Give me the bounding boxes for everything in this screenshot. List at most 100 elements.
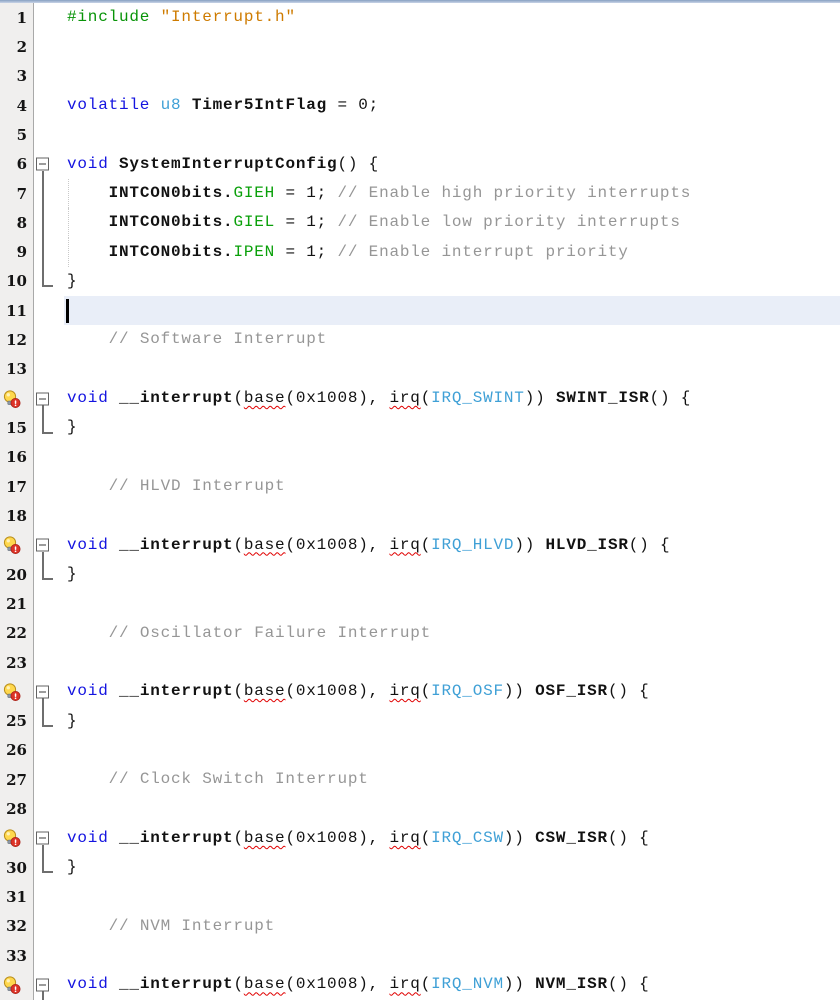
code-token: irq [389, 828, 421, 847]
code-line-text[interactable]: void __interrupt(base(0x1008), irq(IRQ_O… [64, 677, 840, 706]
gutter-cell[interactable]: 20 [0, 559, 34, 590]
gutter-cell[interactable] [0, 970, 34, 1000]
fold-collapse-button[interactable] [36, 538, 49, 552]
gutter-cell[interactable]: 26 [0, 735, 34, 766]
gutter-cell[interactable]: 16 [0, 442, 34, 472]
line-number: 16 [6, 448, 27, 467]
code-line-text[interactable]: } [64, 853, 840, 882]
gutter-cell[interactable]: 21 [0, 589, 34, 619]
gutter-cell[interactable]: 30 [0, 853, 34, 883]
code-line-text[interactable]: } [64, 560, 840, 589]
code-line-text[interactable]: void __interrupt(base(0x1008), irq(IRQ_C… [64, 824, 840, 853]
code-line-text[interactable] [64, 355, 840, 384]
code-line-text[interactable] [64, 120, 840, 149]
code-token: __interrupt [119, 389, 234, 408]
code-token: ( [233, 828, 244, 847]
fold-margin [34, 384, 64, 414]
code-line-text[interactable]: void __interrupt(base(0x1008), irq(IRQ_H… [64, 531, 840, 560]
gutter-cell[interactable]: 7 [0, 178, 34, 209]
code-line-row: 21 [0, 589, 840, 619]
code-token: NVM_ISR [535, 975, 608, 994]
code-line-text[interactable] [64, 648, 840, 677]
gutter-cell[interactable] [0, 384, 34, 414]
code-line-text[interactable]: // NVM Interrupt [64, 912, 840, 941]
code-line-row: void __interrupt(base(0x1008), irq(IRQ_C… [0, 823, 840, 854]
fold-margin [34, 501, 64, 531]
gutter-cell[interactable]: 31 [0, 882, 34, 912]
code-line-text[interactable] [64, 736, 840, 765]
code-line-text[interactable]: } [64, 413, 840, 442]
code-line-text[interactable]: INTCON0bits.GIEH = 1; // Enable high pri… [64, 178, 840, 209]
line-number: 30 [6, 858, 27, 877]
line-number: 17 [6, 477, 27, 496]
line-number: 13 [6, 360, 27, 379]
gutter-cell[interactable]: 10 [0, 266, 34, 297]
code-line-text[interactable]: // HLVD Interrupt [64, 472, 840, 501]
gutter-cell[interactable]: 28 [0, 794, 34, 824]
fold-collapse-button[interactable] [36, 157, 49, 171]
code-line-text[interactable]: INTCON0bits.GIEL = 1; // Enable low prio… [64, 208, 840, 238]
gutter-cell[interactable]: 6 [0, 149, 34, 179]
fold-collapse-button[interactable] [36, 685, 49, 699]
code-line-text[interactable]: // Clock Switch Interrupt [64, 765, 840, 794]
code-line-text[interactable]: INTCON0bits.IPEN = 1; // Enable interrup… [64, 237, 840, 267]
code-line-text[interactable] [64, 794, 840, 823]
gutter-cell[interactable]: 13 [0, 354, 34, 385]
gutter-cell[interactable]: 3 [0, 61, 34, 91]
gutter-cell[interactable]: 23 [0, 647, 34, 678]
code-line-text[interactable]: volatile u8 Timer5IntFlag = 0; [64, 91, 840, 120]
code-line-text[interactable]: } [64, 707, 840, 736]
code-line-text[interactable]: } [64, 267, 840, 296]
code-line-text[interactable]: // Oscillator Failure Interrupt [64, 619, 840, 648]
gutter-cell[interactable]: 8 [0, 208, 34, 238]
code-line-text[interactable] [64, 501, 840, 530]
error-hint-lightbulb-icon[interactable] [2, 682, 21, 701]
gutter-cell[interactable]: 32 [0, 911, 34, 941]
code-line-text[interactable]: #include "Interrupt.h" [64, 3, 840, 32]
gutter-cell[interactable]: 2 [0, 32, 34, 62]
fold-collapse-button[interactable] [36, 978, 49, 992]
code-token: ( [420, 828, 432, 847]
gutter-cell[interactable]: 18 [0, 501, 34, 531]
gutter-cell[interactable]: 22 [0, 618, 34, 648]
fold-connector-line [42, 698, 44, 707]
error-hint-lightbulb-icon[interactable] [2, 975, 21, 994]
fold-collapse-button[interactable] [36, 392, 49, 406]
gutter-cell[interactable] [0, 530, 34, 560]
code-line-row: 17 // HLVD Interrupt [0, 472, 840, 502]
code-line-text[interactable] [64, 296, 840, 326]
error-hint-lightbulb-icon[interactable] [2, 536, 21, 555]
code-line-text[interactable] [64, 62, 840, 91]
gutter-cell[interactable]: 17 [0, 472, 34, 502]
code-token: void [67, 828, 109, 847]
fold-collapse-button[interactable] [36, 831, 49, 845]
indent-guide [68, 178, 69, 209]
gutter-cell[interactable]: 4 [0, 90, 34, 121]
code-line-text[interactable] [64, 589, 840, 618]
gutter-cell[interactable]: 25 [0, 706, 34, 736]
code-line-text[interactable] [64, 941, 840, 970]
gutter-cell[interactable] [0, 823, 34, 854]
code-line-text[interactable] [64, 32, 840, 61]
code-line-text[interactable]: // Software Interrupt [64, 325, 840, 354]
gutter-cell[interactable]: 5 [0, 120, 34, 150]
gutter-cell[interactable]: 12 [0, 325, 34, 355]
code-line-text[interactable]: void SystemInterruptConfig() { [64, 150, 840, 179]
gutter-cell[interactable]: 1 [0, 3, 34, 33]
code-line-text[interactable]: void __interrupt(base(0x1008), irq(IRQ_N… [64, 970, 840, 999]
code-line-text[interactable] [64, 882, 840, 911]
code-line-text[interactable] [64, 443, 840, 472]
error-hint-lightbulb-icon[interactable] [2, 389, 21, 408]
code-token: (0x1008), [285, 682, 390, 701]
code-token: u8 [160, 95, 182, 114]
code-line-text[interactable]: void __interrupt(base(0x1008), irq(IRQ_S… [64, 384, 840, 413]
gutter-cell[interactable]: 27 [0, 765, 34, 795]
code-token: )) [524, 389, 556, 408]
gutter-cell[interactable]: 15 [0, 413, 34, 443]
gutter-cell[interactable]: 9 [0, 237, 34, 267]
gutter-cell[interactable]: 33 [0, 941, 34, 971]
error-hint-lightbulb-icon[interactable] [2, 829, 21, 848]
gutter-cell[interactable] [0, 677, 34, 707]
code-line-row: void __interrupt(base(0x1008), irq(IRQ_O… [0, 677, 840, 707]
gutter-cell[interactable]: 11 [0, 296, 34, 326]
